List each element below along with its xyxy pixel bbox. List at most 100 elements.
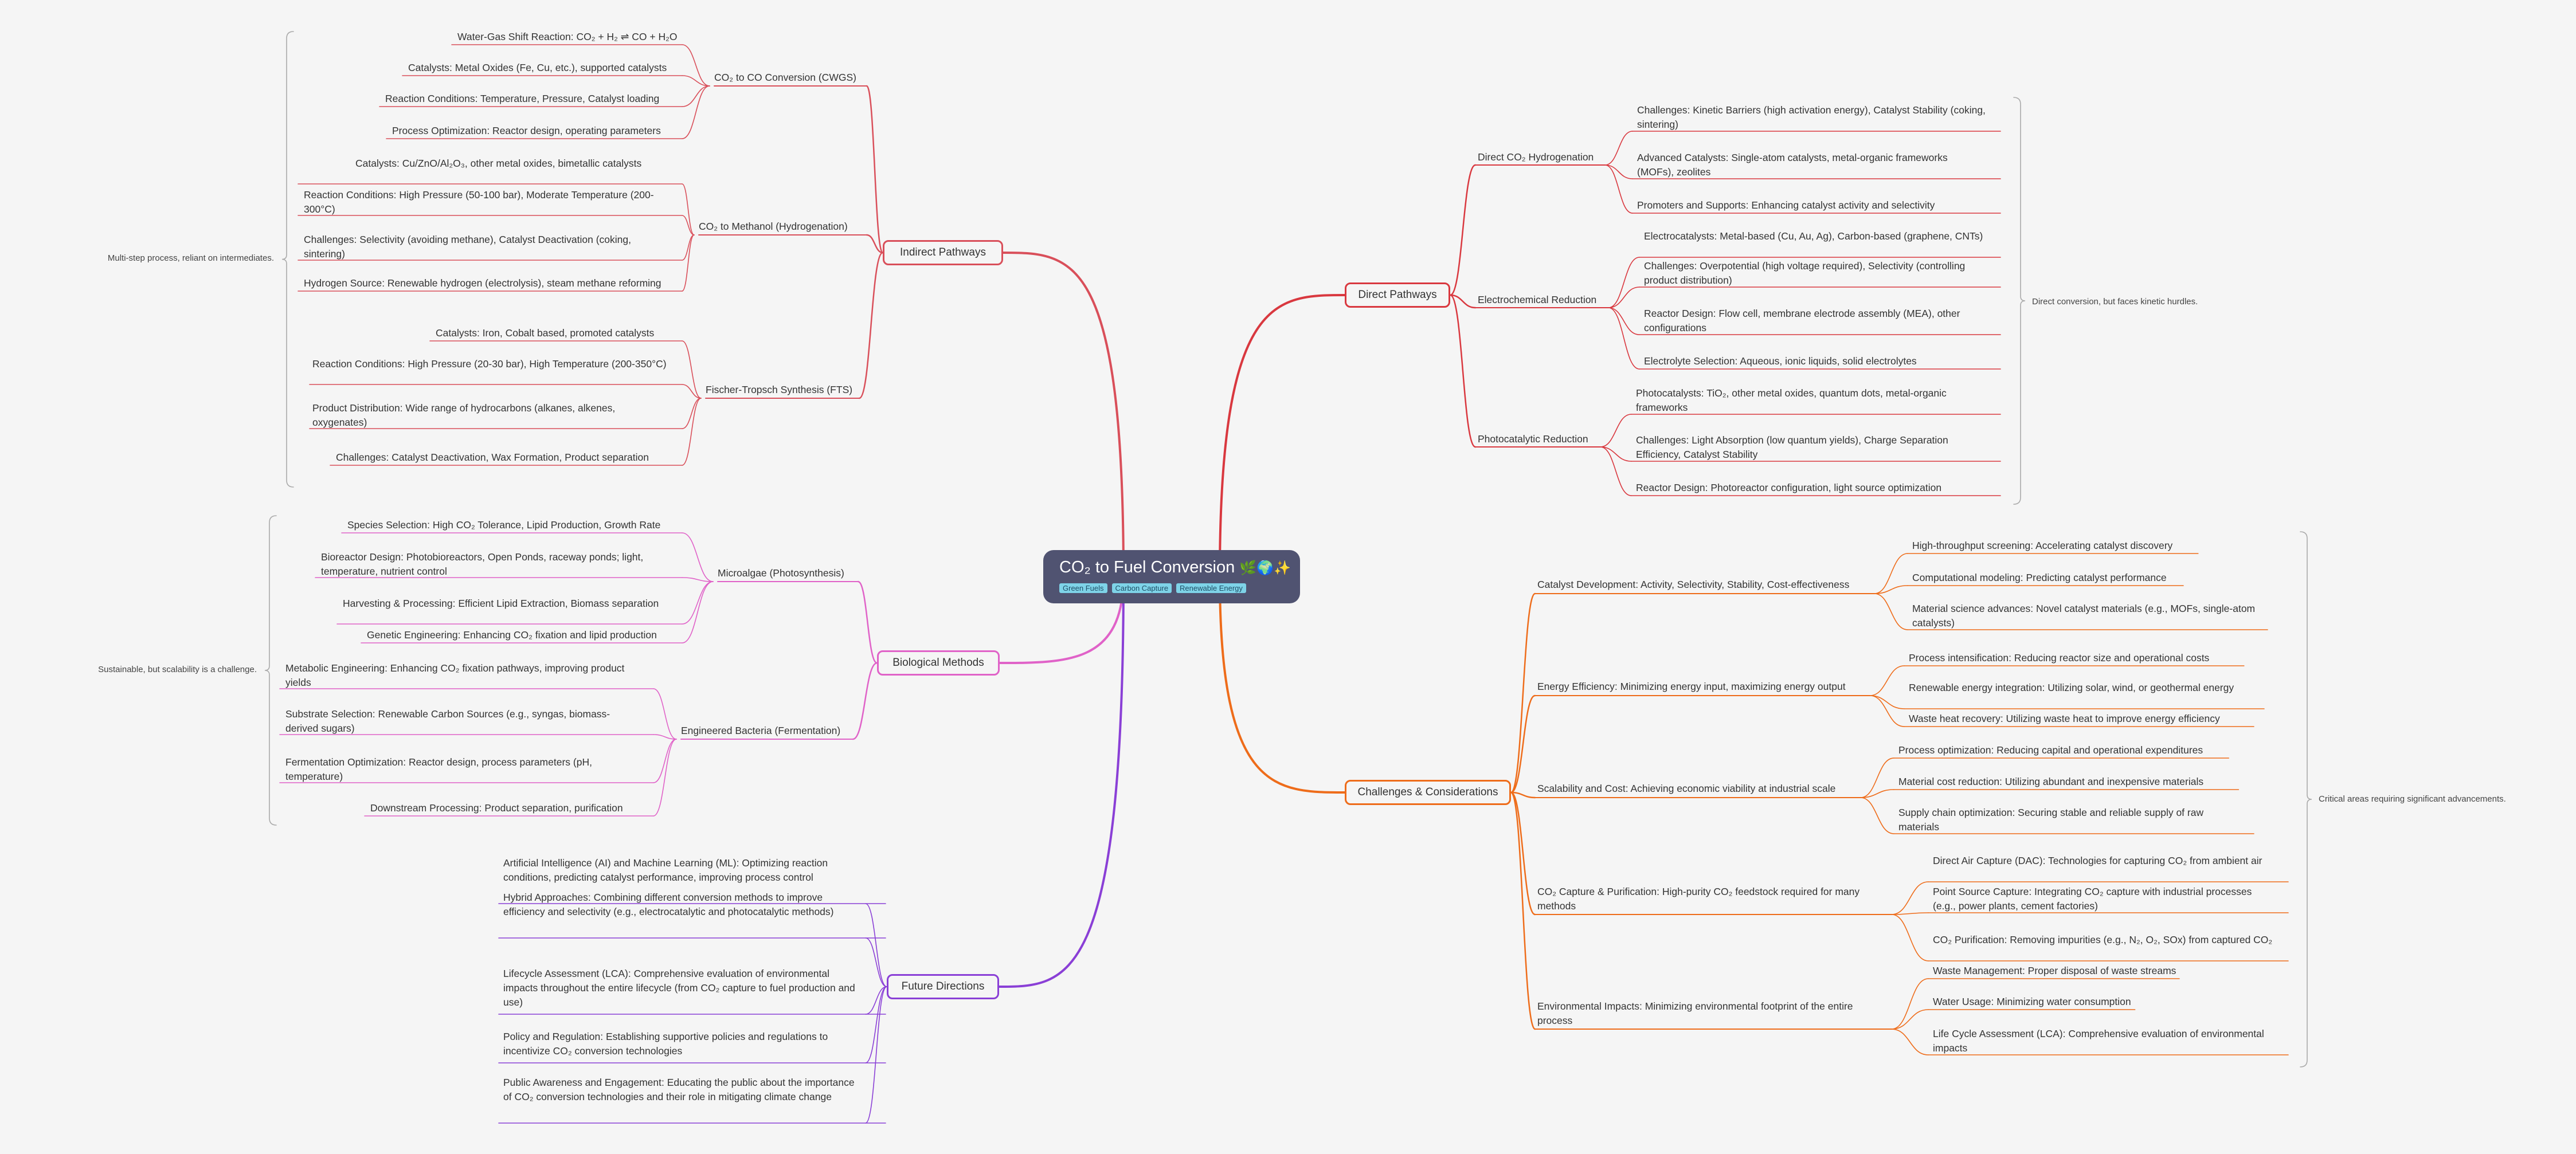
future-leaf-1[interactable]: Hybrid Approaches: Combining different c… bbox=[503, 892, 834, 917]
connector bbox=[1002, 252, 1125, 578]
connector bbox=[852, 662, 878, 740]
summary-biological: Sustainable, but scalability is a challe… bbox=[98, 665, 257, 674]
challenge-leaf-3-2[interactable]: CO₂ Purification: Removing impurities (e… bbox=[1933, 934, 2273, 945]
challenge-leaf-2-2[interactable]: Supply chain optimization: Securing stab… bbox=[1898, 807, 2204, 833]
connector bbox=[1219, 575, 1346, 794]
bio-leaf-0-0[interactable]: Species Selection: High CO₂ Tolerance, L… bbox=[347, 519, 661, 531]
direct-leaf-2-2[interactable]: Reactor Design: Photoreactor configurati… bbox=[1636, 482, 1942, 493]
direct-leaf-0-1[interactable]: Advanced Catalysts: Single-atom catalyst… bbox=[1637, 152, 1948, 178]
leaf-2-0[interactable]: Catalysts: Iron, Cobalt based, promoted … bbox=[436, 327, 655, 339]
leaf-1-1[interactable]: Reaction Conditions: High Pressure (50-1… bbox=[304, 189, 654, 215]
challenge-leaf-1-0[interactable]: Process intensification: Reducing reacto… bbox=[1909, 652, 2210, 664]
leaf-1-2[interactable]: Challenges: Selectivity (avoiding methan… bbox=[304, 234, 631, 260]
future-leaf-3[interactable]: Policy and Regulation: Establishing supp… bbox=[503, 1031, 828, 1057]
connector bbox=[866, 234, 884, 254]
connector bbox=[653, 734, 677, 740]
bio-leaf-1-2[interactable]: Fermentation Optimization: Reactor desig… bbox=[285, 756, 592, 782]
direct-leaf-1-3[interactable]: Electrolyte Selection: Aqueous, ionic li… bbox=[1644, 355, 1917, 367]
bio-leaf-1-1[interactable]: Substrate Selection: Renewable Carbon So… bbox=[285, 708, 610, 734]
challenge-subtopic-3[interactable]: CO₂ Capture & Purification: High-purity … bbox=[1537, 886, 1860, 912]
leaf-1-3[interactable]: Hydrogen Source: Renewable hydrogen (ele… bbox=[304, 277, 661, 289]
direct-subtopic-0[interactable]: Direct CO₂ Hydrogenation bbox=[1478, 151, 1594, 163]
root-topic[interactable]: CO₂ to Fuel Conversion 🌿🌍✨ Green Fuels C… bbox=[1043, 550, 1300, 603]
direct-subtopic-1[interactable]: Electrochemical Reduction bbox=[1478, 294, 1597, 305]
challenge-subtopic-0[interactable]: Catalyst Development: Activity, Selectiv… bbox=[1537, 579, 1850, 590]
direct-leaf-1-1[interactable]: Challenges: Overpotential (high voltage … bbox=[1644, 260, 1966, 286]
connector bbox=[1510, 592, 1536, 794]
connector bbox=[1510, 791, 1536, 799]
branch-indirect[interactable]: Indirect Pathways bbox=[883, 240, 1003, 265]
bio-leaf-0-3[interactable]: Genetic Engineering: Enhancing CO₂ fixat… bbox=[367, 629, 657, 641]
direct-leaf-2-0[interactable]: Photocatalysts: TiO₂, other metal oxides… bbox=[1636, 387, 1947, 413]
connector bbox=[1449, 294, 1477, 309]
bio-subtopic-0[interactable]: Microalgae (Photosynthesis) bbox=[718, 567, 844, 579]
challenge-leaf-2-0[interactable]: Process optimization: Reducing capital a… bbox=[1898, 744, 2203, 756]
direct-subtopic-2[interactable]: Photocatalytic Reduction bbox=[1478, 433, 1588, 445]
challenge-leaf-4-1[interactable]: Water Usage: Minimizing water consumptio… bbox=[1933, 996, 2131, 1007]
subtopic-1[interactable]: CO₂ to Methanol (Hydrogenation) bbox=[699, 221, 848, 232]
leaf-0-1[interactable]: Catalysts: Metal Oxides (Fe, Cu, etc.), … bbox=[408, 62, 667, 73]
leaf-0-2[interactable]: Reaction Conditions: Temperature, Pressu… bbox=[385, 93, 660, 104]
connector bbox=[1219, 294, 1346, 578]
subtopic-2[interactable]: Fischer-Tropsch Synthesis (FTS) bbox=[706, 384, 853, 395]
challenge-leaf-3-1[interactable]: Point Source Capture: Integrating CO₂ ca… bbox=[1933, 886, 2252, 912]
connector bbox=[682, 183, 695, 235]
challenge-leaf-0-0[interactable]: High-throughput screening: Accelerating … bbox=[1912, 540, 2173, 551]
connector bbox=[1600, 414, 1632, 448]
future-leaf-2[interactable]: Lifecycle Assessment (LCA): Comprehensiv… bbox=[503, 968, 855, 1008]
branch-challenges[interactable]: Challenges & Considerations bbox=[1345, 780, 1511, 805]
leaf-2-1[interactable]: Reaction Conditions: High Pressure (20-3… bbox=[312, 358, 667, 370]
challenge-subtopic-2[interactable]: Scalability and Cost: Achieving economic… bbox=[1537, 783, 1836, 794]
direct-leaf-2-1[interactable]: Challenges: Light Absorption (low quantu… bbox=[1636, 434, 1948, 460]
connector bbox=[682, 340, 702, 399]
challenge-leaf-4-2[interactable]: Life Cycle Assessment (LCA): Comprehensi… bbox=[1933, 1028, 2264, 1054]
connector bbox=[1604, 131, 1633, 166]
branch-future[interactable]: Future Directions bbox=[887, 974, 999, 999]
connector bbox=[682, 75, 710, 87]
connector bbox=[1510, 791, 1536, 916]
bio-leaf-0-1[interactable]: Bioreactor Design: Photobioreactors, Ope… bbox=[321, 551, 644, 577]
root-tags: Green Fuels Carbon Capture Renewable Ene… bbox=[1059, 583, 1284, 593]
connector bbox=[264, 515, 277, 826]
branch-direct[interactable]: Direct Pathways bbox=[1345, 282, 1450, 308]
direct-leaf-0-2[interactable]: Promoters and Supports: Enhancing cataly… bbox=[1637, 199, 1935, 211]
direct-leaf-1-0[interactable]: Electrocatalysts: Metal-based (Cu, Au, A… bbox=[1644, 230, 1983, 242]
connector bbox=[1600, 446, 1632, 462]
connector bbox=[1860, 789, 1894, 798]
challenge-leaf-0-1[interactable]: Computational modeling: Predicting catal… bbox=[1912, 572, 2167, 583]
connector bbox=[1869, 665, 1905, 696]
summary-indirect: Multi-step process, reliant on intermedi… bbox=[107, 253, 274, 263]
bio-leaf-1-0[interactable]: Metabolic Engineering: Enhancing CO₂ fix… bbox=[285, 662, 625, 688]
leaf-0-3[interactable]: Process Optimization: Reactor design, op… bbox=[392, 125, 661, 136]
future-leaf-0[interactable]: Artificial Intelligence (AI) and Machine… bbox=[503, 857, 828, 883]
subtopic-0[interactable]: CO₂ to CO Conversion (CWGS) bbox=[714, 72, 856, 83]
direct-leaf-0-0[interactable]: Challenges: Kinetic Barriers (high activ… bbox=[1637, 104, 1986, 130]
tag-renewable-energy: Renewable Energy bbox=[1176, 583, 1246, 593]
challenge-leaf-1-2[interactable]: Waste heat recovery: Utilizing waste hea… bbox=[1909, 713, 2220, 724]
leaf-1-0[interactable]: Catalysts: Cu/ZnO/Al₂O₃, other metal oxi… bbox=[355, 158, 642, 169]
connector bbox=[1449, 164, 1477, 296]
connector bbox=[1869, 695, 1905, 727]
connector bbox=[1891, 1009, 1929, 1030]
branch-biological[interactable]: Biological Methods bbox=[877, 650, 1000, 676]
challenge-subtopic-1[interactable]: Energy Efficiency: Minimizing energy inp… bbox=[1537, 681, 1846, 692]
challenge-leaf-1-1[interactable]: Renewable energy integration: Utilizing … bbox=[1909, 682, 2234, 693]
challenge-leaf-4-0[interactable]: Waste Management: Proper disposal of was… bbox=[1933, 965, 2176, 976]
future-leaf-4[interactable]: Public Awareness and Engagement: Educati… bbox=[503, 1077, 855, 1102]
connector bbox=[2300, 531, 2312, 1067]
challenge-leaf-3-0[interactable]: Direct Air Capture (DAC): Technologies f… bbox=[1933, 855, 2262, 866]
bio-leaf-1-3[interactable]: Downstream Processing: Product separatio… bbox=[370, 802, 623, 814]
connector bbox=[653, 688, 677, 740]
connector bbox=[1604, 164, 1633, 214]
challenge-subtopic-4[interactable]: Environmental Impacts: Minimizing enviro… bbox=[1537, 1000, 1853, 1026]
challenge-leaf-2-1[interactable]: Material cost reduction: Utilizing abund… bbox=[1898, 776, 2204, 787]
bio-subtopic-1[interactable]: Engineered Bacteria (Fermentation) bbox=[681, 725, 841, 736]
leaf-0-0[interactable]: Water-Gas Shift Reaction: CO₂ + H₂ ⇌ CO … bbox=[457, 31, 678, 42]
challenge-leaf-0-2[interactable]: Material science advances: Novel catalys… bbox=[1912, 603, 2256, 629]
connector bbox=[1608, 257, 1640, 308]
connector bbox=[866, 85, 884, 254]
direct-leaf-1-2[interactable]: Reactor Design: Flow cell, membrane elec… bbox=[1644, 308, 1960, 333]
bio-leaf-0-2[interactable]: Harvesting & Processing: Efficient Lipid… bbox=[343, 598, 659, 609]
leaf-2-2[interactable]: Product Distribution: Wide range of hydr… bbox=[312, 402, 616, 428]
leaf-2-3[interactable]: Challenges: Catalyst Deactivation, Wax F… bbox=[336, 452, 649, 463]
